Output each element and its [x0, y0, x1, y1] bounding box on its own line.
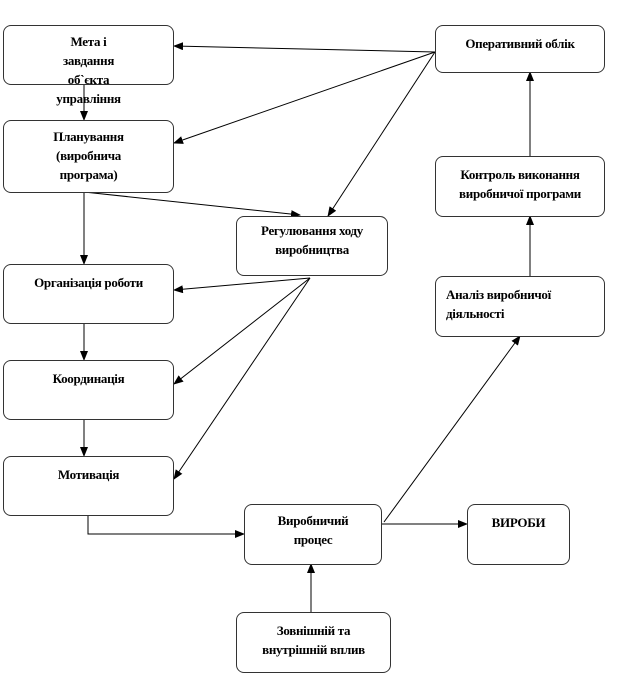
- arrow-accounting-to-goal: [173, 42, 436, 53]
- arrow-accounting-to-planning: [173, 51, 436, 144]
- node-regulation: Регулювання ходу виробництва: [236, 216, 388, 276]
- arrow-motivation-to-process: [87, 515, 245, 538]
- node-external-internal-influence: Зовнішній та внутрішній вплив: [236, 612, 391, 673]
- arrow-regulation-to-coordination: [173, 277, 311, 385]
- node-operational-accounting: Оперативний облік: [435, 25, 605, 73]
- node-analysis: Аналіз виробничої діяльності: [435, 276, 605, 337]
- node-motivation: Мотивація: [3, 456, 174, 516]
- arrow-regulation-to-motivation: [173, 277, 311, 480]
- arrow-planning-to-regulation: [83, 191, 301, 219]
- node-products: ВИРОБИ: [467, 504, 570, 565]
- node-goal: Мета і завдання об`єкта управління: [3, 25, 174, 106]
- arrow-regulation-to-organization: [173, 277, 311, 294]
- arrow-accounting-to-regulation: [327, 51, 436, 217]
- node-production-process: Виробничий процес: [244, 504, 382, 565]
- node-planning: Планування (виробнича програма): [3, 120, 174, 193]
- node-coordination: Координація: [3, 360, 174, 420]
- node-control: Контроль виконання виробничої програми: [435, 156, 605, 217]
- node-organization: Організація роботи: [3, 264, 174, 324]
- arrow-process-to-analysis: [383, 335, 521, 523]
